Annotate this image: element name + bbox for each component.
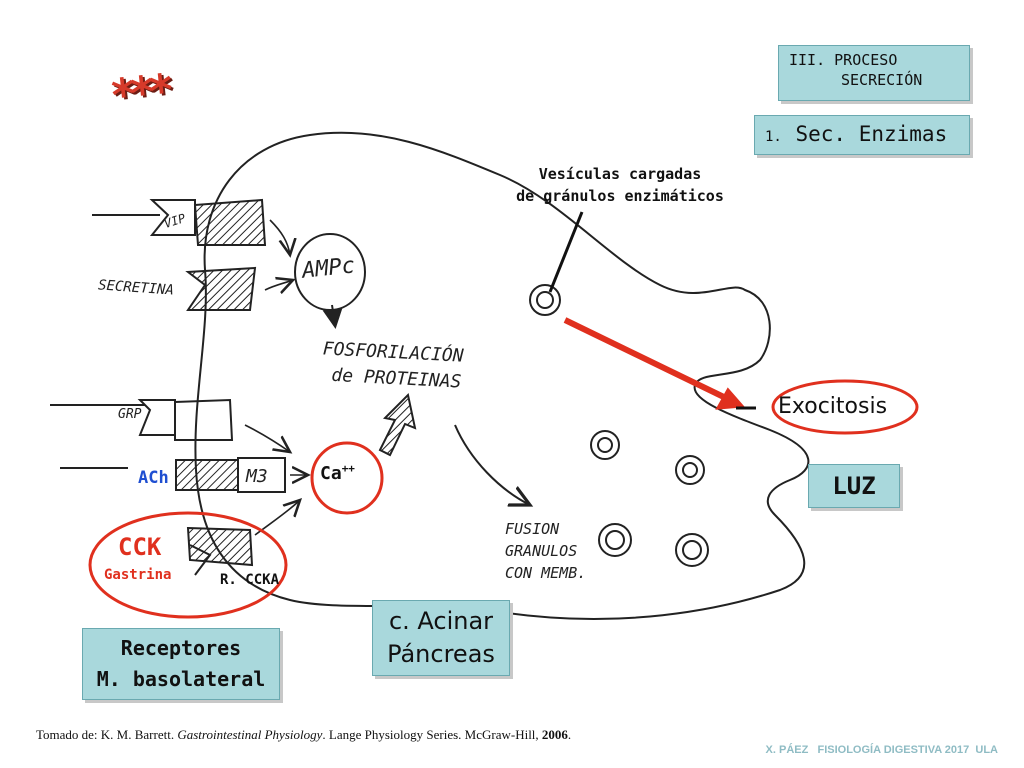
footer-credit: X. PÁEZ FISIOLOGÍA DIGESTIVA 2017 ULA xyxy=(765,744,998,756)
cell-label-box: c. Acinar Páncreas xyxy=(372,600,510,676)
luz-box: LUZ xyxy=(808,464,900,508)
exocytosis-arrow xyxy=(563,317,732,403)
arrow-ccka-ca xyxy=(254,500,300,536)
receptor-ccka xyxy=(186,526,254,576)
label-fusion-line3: CON MEMB. xyxy=(505,564,587,582)
subsection-number: 1. xyxy=(765,129,782,145)
citation: Tomado de: K. M. Barrett. Gastrointestin… xyxy=(36,727,571,743)
citation-suffix: . Lange Physiology Series. McGraw-Hill, xyxy=(322,727,542,742)
label-cck: CCK xyxy=(118,533,162,561)
importance-stars: *** xyxy=(109,65,172,122)
label-fusion-line2: GRANULOS xyxy=(505,542,578,560)
label-fusion: FUSION GRANULOS CON MEMB. xyxy=(505,518,586,584)
vesicle-group xyxy=(529,284,709,567)
vesicles-label-line1: Vesículas cargadas xyxy=(538,165,702,183)
label-calcium-base: Ca xyxy=(320,463,342,484)
citation-end: . xyxy=(567,727,572,742)
calcium-circle xyxy=(310,441,384,515)
vesicles-label: Vesículas cargadas de gránulos enzimátic… xyxy=(490,163,750,207)
section-title-line2: SECRECIÓN xyxy=(841,71,923,89)
label-gastrina: Gastrina xyxy=(104,567,172,583)
cell-label-line1: c. Acinar xyxy=(388,607,494,635)
cell-label-line2: Páncreas xyxy=(387,640,495,668)
citation-title: Gastrointestinal Physiology xyxy=(177,727,323,742)
label-grp: GRP xyxy=(118,407,142,422)
arrow-fosforilacion-fusion xyxy=(454,424,530,505)
label-fusion-line1: FUSION xyxy=(505,520,560,538)
citation-year: 2006 xyxy=(541,727,568,742)
receptor-secretina xyxy=(185,266,257,311)
subsection-label: Sec. Enzimas xyxy=(795,122,948,146)
subsection-box: 1. Sec. Enzimas xyxy=(754,115,970,155)
citation-prefix: Tomado de: K. M. Barrett. xyxy=(36,727,178,742)
cell-membrane xyxy=(194,131,810,620)
label-ccka: R. CCKA xyxy=(220,572,280,588)
receptor-m3 xyxy=(60,457,286,493)
label-exocitosis: Exocitosis xyxy=(778,394,888,419)
section-title-line1: III. PROCESO xyxy=(789,51,898,69)
receptors-label-line1: Receptores xyxy=(120,636,242,660)
receptor-grp xyxy=(50,398,234,441)
label-ach: ACh xyxy=(138,468,169,488)
arrow-grp-ca xyxy=(244,424,290,452)
receptors-label-box: Receptores M. basolateral xyxy=(82,628,280,700)
arrow-vip-ampc xyxy=(269,219,290,255)
vesicle-pointer xyxy=(548,211,584,293)
receptor-vip xyxy=(92,198,267,246)
vesicles-label-line2: de gránulos enzimáticos xyxy=(516,187,724,205)
section-title-box: III. PROCESO SECRECIÓN xyxy=(778,45,970,101)
label-calcium-sup: ++ xyxy=(341,462,355,475)
arrow-secretina-ampc xyxy=(264,280,293,290)
label-fosforilacion: FOSFORILACIÓN de PROTEINAS xyxy=(321,336,464,395)
receptors-label-line2: M. basolateral xyxy=(96,667,266,691)
arrow-ca-fosforilacion xyxy=(378,392,417,457)
label-m3: M3 xyxy=(246,466,268,487)
label-calcium: Ca++ xyxy=(320,462,355,484)
exocitosis-circle xyxy=(771,379,919,435)
cck-circle xyxy=(88,511,288,619)
arrow-ampc-fosforilacion xyxy=(322,304,343,329)
